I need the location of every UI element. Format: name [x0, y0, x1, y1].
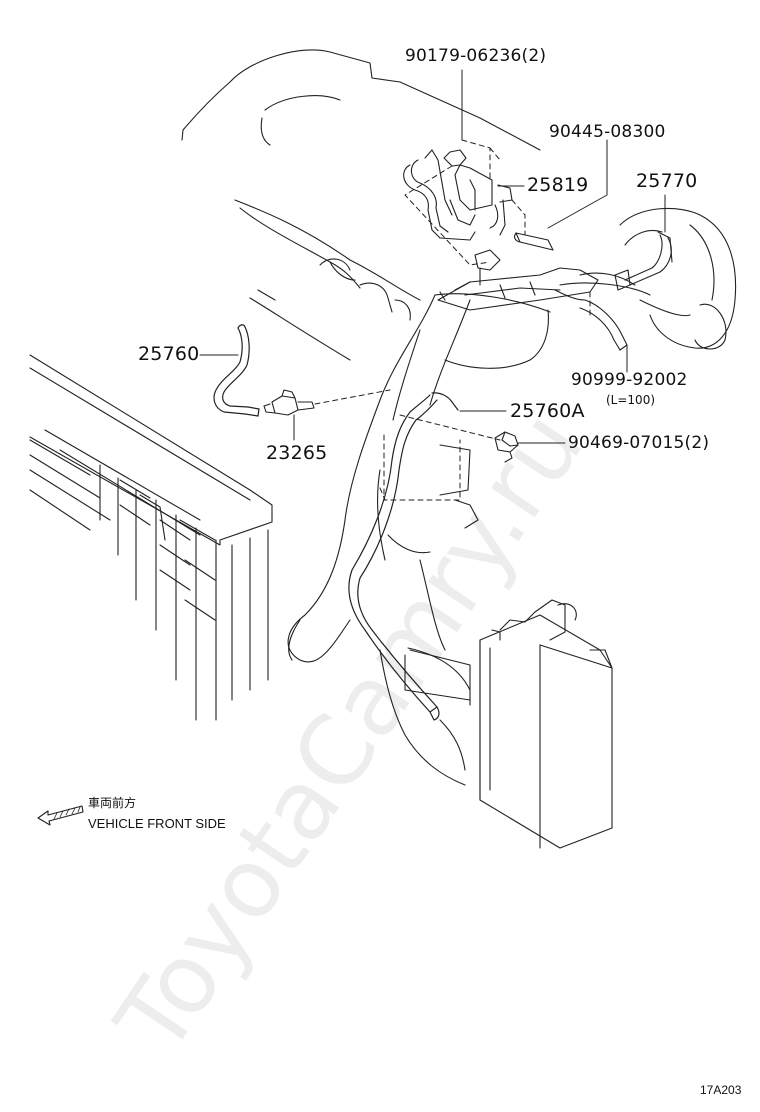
label-25760: 25760: [138, 343, 200, 365]
intake-tube-25770: [559, 207, 737, 350]
vehicle-front-arrow: [37, 805, 84, 826]
vehicle-front-english: VEHICLE FRONT SIDE: [88, 816, 226, 831]
clamp-90469: [494, 431, 519, 463]
figure-code: 17A203: [700, 1083, 742, 1097]
sensor-23265: [263, 389, 315, 416]
label-90445-08300: 90445-08300: [549, 122, 666, 142]
lower-duct: [379, 559, 471, 786]
hose-90445: [514, 232, 554, 251]
vsv-25819: [403, 149, 513, 241]
air-intake-duct: [287, 293, 551, 663]
vehicle-front-japanese: 車両前方: [88, 796, 137, 810]
hose-25760a: [348, 392, 459, 721]
radiator: [29, 354, 273, 721]
label-90999-length: (L=100): [606, 393, 656, 407]
engine-cover: [181, 49, 541, 361]
label-25819: 25819: [527, 174, 589, 196]
label-90469-07015: 90469-07015(2): [568, 433, 710, 453]
leader-lines: [199, 69, 666, 444]
label-25770: 25770: [636, 170, 698, 192]
hose-90999: [579, 299, 628, 351]
label-23265: 23265: [266, 442, 328, 464]
label-25760a: 25760A: [510, 400, 585, 422]
hose-25760: [213, 324, 260, 417]
vsv-bracket: [437, 249, 599, 311]
charcoal-canister: [404, 599, 613, 849]
label-90179-06236: 90179-06236(2): [405, 46, 547, 66]
label-90999-92002: 90999-92002: [571, 370, 688, 390]
reference-lines: [314, 139, 591, 501]
